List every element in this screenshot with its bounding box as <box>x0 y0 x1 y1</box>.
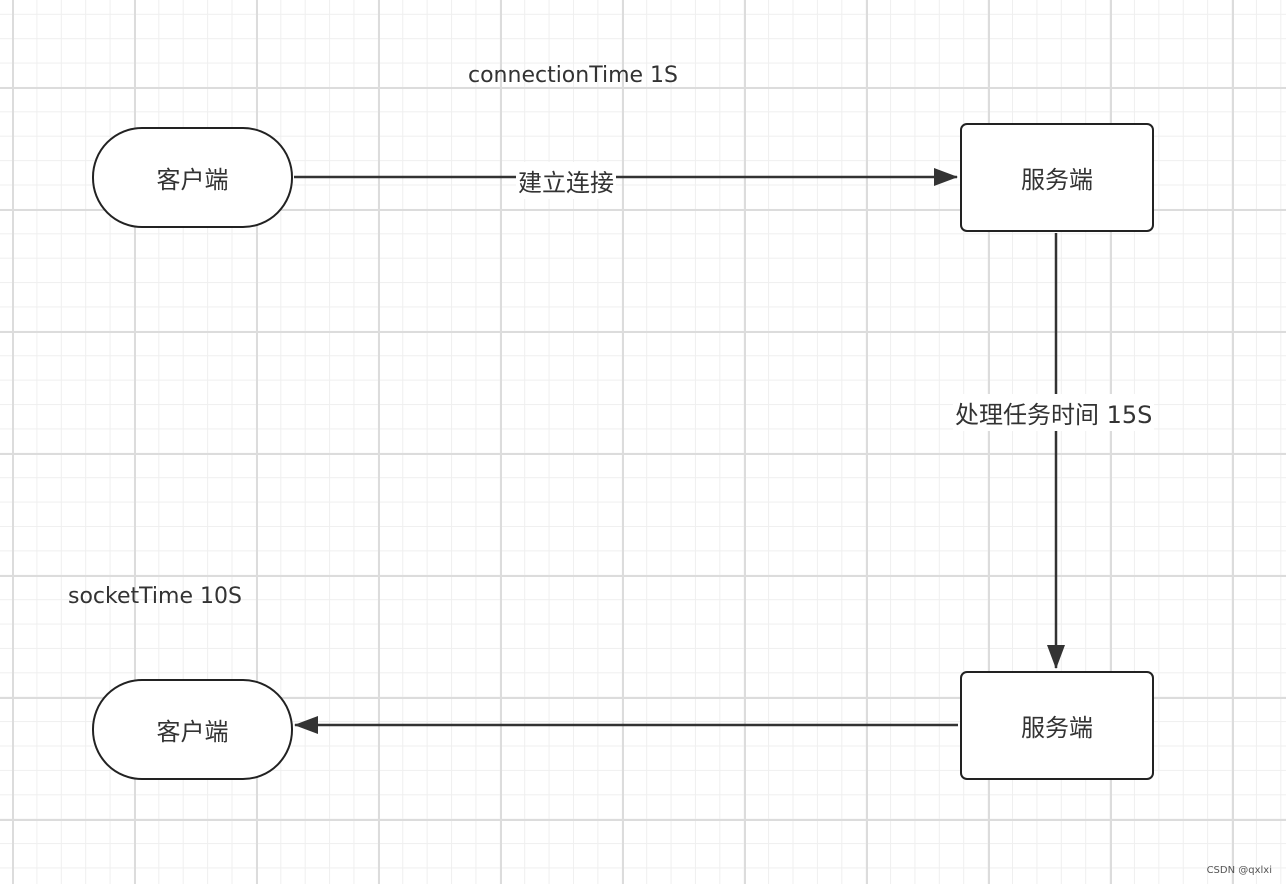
client-node-top[interactable]: 客户端 <box>92 127 293 228</box>
server-node-bottom[interactable]: 服务端 <box>960 671 1154 780</box>
process-edge-label: 处理任务时间 15S <box>953 394 1155 431</box>
connection-time-annotation: connectionTime 1S <box>468 63 679 88</box>
server-node-top[interactable]: 服务端 <box>960 123 1154 232</box>
client-node-bottom[interactable]: 客户端 <box>92 679 293 780</box>
connect-edge-label: 建立连接 <box>516 162 616 199</box>
socket-time-annotation: socketTime 10S <box>68 584 242 609</box>
client-node-top-label: 客户端 <box>156 166 229 194</box>
server-node-bottom-label: 服务端 <box>1021 714 1093 742</box>
csdn-watermark: CSDN @qxlxi <box>1206 865 1272 876</box>
server-node-top-label: 服务端 <box>1021 166 1093 194</box>
client-node-bottom-label: 客户端 <box>156 718 229 746</box>
